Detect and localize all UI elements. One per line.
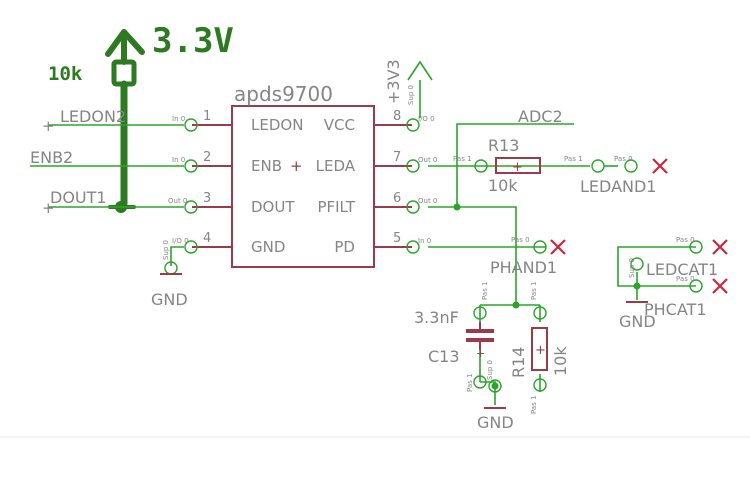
chip-pin-number-2: 2	[203, 150, 211, 165]
r14-name: R14	[509, 347, 528, 378]
chip-pin-number-6: 6	[393, 191, 401, 206]
chip-pin-dir-4: I/O 0	[172, 237, 189, 245]
hand-resistor-label: 10k	[48, 63, 83, 85]
chip-pin-number-8: 8	[393, 109, 401, 124]
pin-endpoints	[164, 118, 703, 393]
chip-pin-dir-5: In 0	[418, 237, 431, 245]
c13-value: 3.3nF	[414, 308, 459, 327]
svg-text:GND: GND	[477, 413, 514, 432]
gnd-symbol-right: GND	[619, 301, 656, 331]
r13-name: R13	[488, 136, 519, 155]
r14-pin2-tag: Pas 1	[530, 395, 538, 414]
c13-name: C13	[428, 347, 460, 366]
c13-pin1-tag: Pas 1	[481, 281, 489, 300]
net-label-adc: ADC2	[518, 107, 563, 126]
pin-tag-sup: Sup 0	[407, 85, 415, 105]
net-label-ledand: LEDAND1	[580, 177, 656, 196]
chip-pin-dir-3: Out 0	[168, 197, 187, 205]
hand-voltage-label: 3.3V	[152, 21, 234, 61]
net-label-enb: ENB2	[30, 148, 73, 167]
c13-plus: +	[476, 347, 485, 360]
pin-tag-pas: Pas 0	[614, 155, 633, 163]
r13-pin1-tag: Pas 1	[453, 155, 472, 163]
junction-dot	[491, 382, 499, 390]
junction-dot	[512, 301, 520, 309]
chip-pin-name-pfilt: PFILT	[317, 198, 355, 216]
net-end-mark: +	[42, 117, 55, 135]
no-connect-markers	[550, 158, 728, 294]
gnd-symbol-c13: GND	[477, 407, 514, 432]
net-label-phand: PHAND1	[490, 258, 557, 277]
gnd-symbol-chip: GND	[151, 273, 188, 309]
chip-pin-name-vcc: VCC	[324, 116, 355, 134]
chip-name: apds9700	[234, 82, 333, 106]
chip-body	[231, 105, 375, 268]
c13-pin2-tag: Pas 1	[466, 373, 474, 392]
r13-body	[495, 157, 541, 174]
chip-pin-dir-2: In 0	[172, 156, 185, 164]
r13-pin2-tag: Pas 1	[564, 155, 583, 163]
pin-tag-pas: Pas 0	[676, 275, 695, 283]
net-label-vcc: +3V3	[384, 59, 403, 104]
net-label-ledcat: LEDCAT1	[646, 260, 718, 279]
net-label-ledon: LEDON2	[60, 107, 126, 126]
chip-pin-number-1: 1	[203, 109, 211, 124]
svg-text:GND: GND	[151, 290, 188, 309]
junction-dot	[453, 203, 461, 211]
r14-plus: +	[535, 343, 546, 358]
chip-pin-name-ledon: LEDON	[251, 116, 303, 134]
chip-pin-number-5: 5	[393, 231, 401, 246]
chip-pin-dir-7: Out 0	[418, 156, 437, 164]
chip-pin-number-3: 3	[203, 191, 211, 206]
chip-pin-name-gnd: GND	[251, 238, 285, 256]
r14-pin1-tag: Pas 1	[530, 281, 538, 300]
net-wires	[30, 60, 696, 405]
chip-pin-name-dout: DOUT	[251, 198, 295, 216]
c13-plates	[466, 329, 494, 342]
r14-value: 10k	[551, 346, 570, 376]
chip-pin-number-7: 7	[393, 150, 401, 165]
enb-polarity-mark: +	[290, 157, 303, 175]
pin-tag-pas: Pas 0	[676, 236, 695, 244]
chip-pin-name-enb: ENB	[251, 157, 282, 175]
r13-plus: +	[512, 160, 523, 175]
net-end-mark: +	[42, 199, 55, 217]
junction-dot	[633, 282, 641, 290]
net-label-dout: DOUT1	[50, 188, 107, 207]
r13-value: 10k	[488, 176, 518, 195]
chip-pin-number-4: 4	[203, 231, 211, 246]
r14-body	[531, 327, 548, 371]
chip-pin-stubs	[192, 124, 412, 248]
chip-pin-name-leda: LEDA	[316, 157, 356, 175]
pin-tag-sup: Sup 0	[486, 360, 494, 380]
pin-tag-sup: Sup 0	[628, 258, 636, 278]
chip-pin-dir-6: Out 0	[418, 197, 437, 205]
chip-pin-dir-1: In 0	[172, 115, 185, 123]
chip-pin-dir-8: I/O 0	[418, 115, 435, 123]
net-label-phcat: PHCAT1	[644, 300, 707, 319]
pin-tag-sup: Sup 0	[162, 240, 170, 260]
chip-pin-name-pd: PD	[334, 238, 355, 256]
pin-tag-pas: Pas 0	[511, 236, 530, 244]
svg-text:GND: GND	[619, 312, 656, 331]
